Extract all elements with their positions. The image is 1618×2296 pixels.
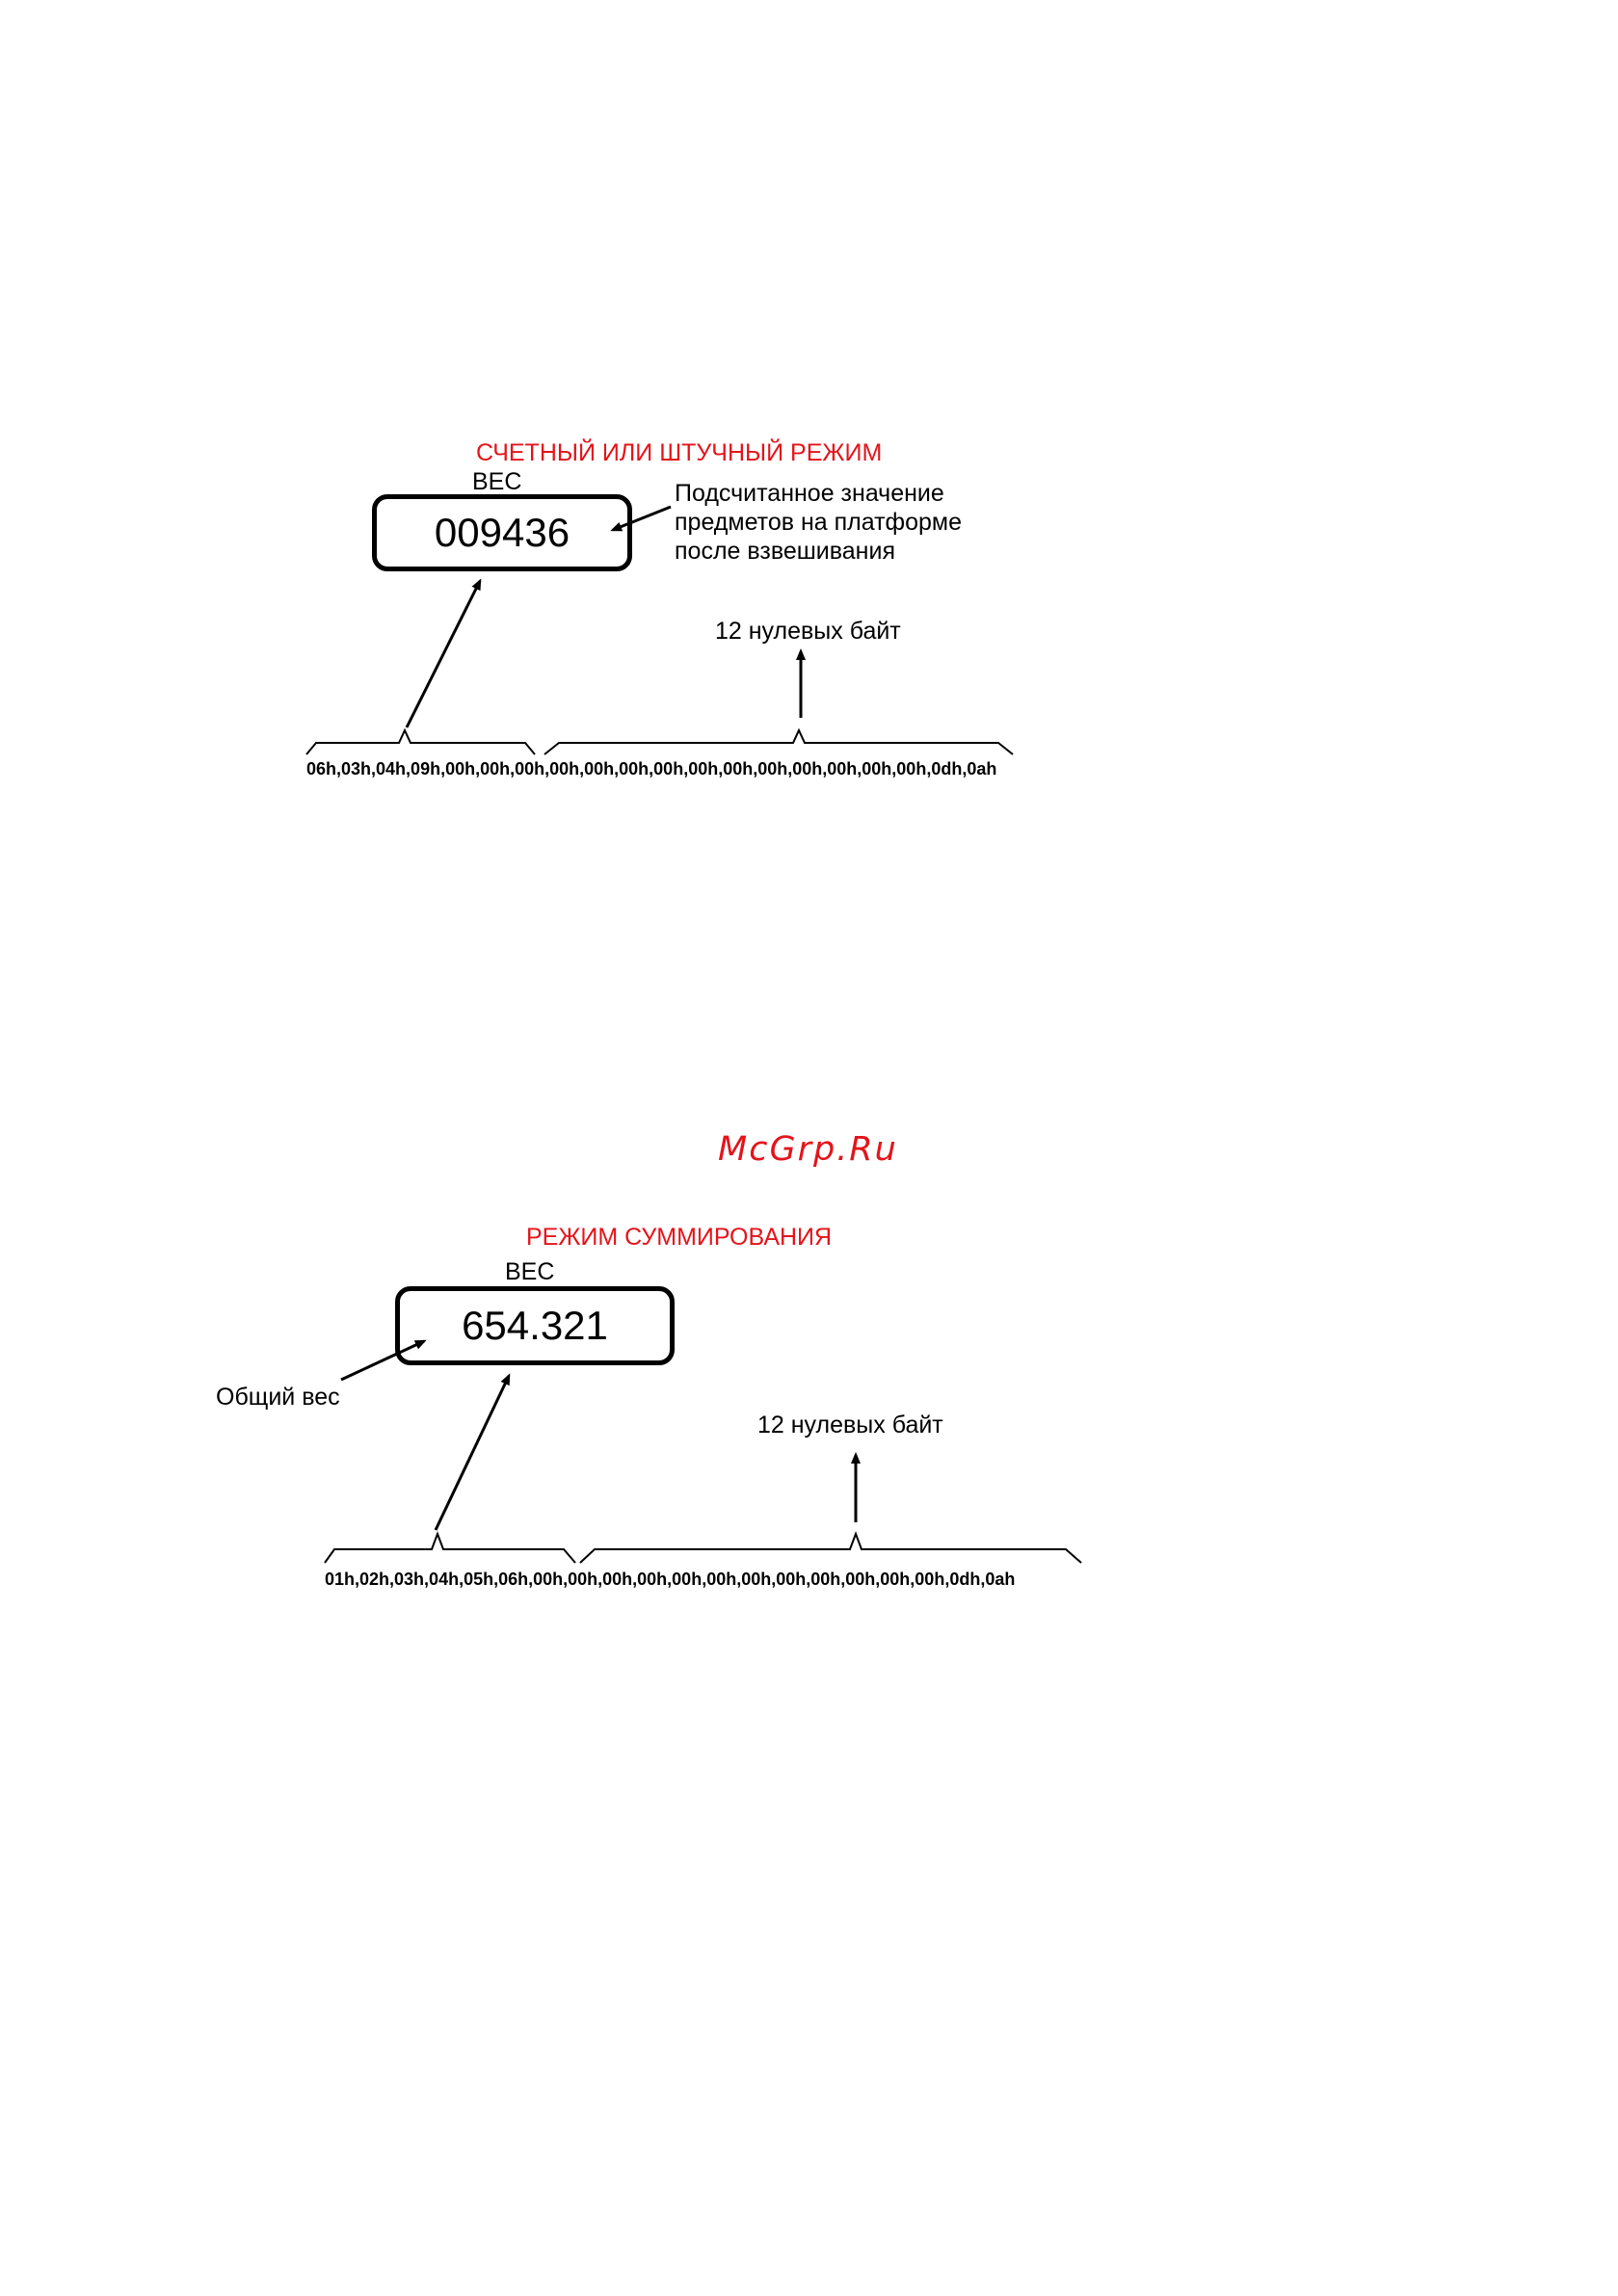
watermark-text: McGrp.Ru [718,1130,898,1169]
zero-bytes-label: 12 нулевых байт [757,1412,943,1438]
display-value: 654.321 [462,1303,608,1348]
counted-value-note: Подсчитанное значение предметов на платф… [675,480,962,565]
display-value: 009436 [434,510,570,555]
weight-display: 009436 [372,494,632,571]
summing-mode-title: РЕЖИМ СУММИРОВАНИЯ [526,1224,833,1251]
data-bytes-brace [324,1531,576,1564]
total-weight-note: Общий вес [216,1384,340,1411]
zero-bytes-label: 12 нулевых байт [715,618,901,645]
weight-display: 654.321 [395,1286,675,1365]
weight-label: ВЕС [472,468,522,495]
counting-mode-title: СЧЕТНЫЙ ИЛИ ШТУЧНЫЙ РЕЖИМ [476,439,883,466]
data-bytes-arrow [434,1373,511,1531]
data-bytes-arrow [405,578,482,728]
byte-sequence: 06h,03h,04h,09h,00h,00h,00h,00h,00h,00h,… [306,759,997,779]
note-arrow [340,1339,427,1382]
zero-bytes-brace [579,1531,1082,1564]
data-bytes-brace [305,727,536,755]
weight-label: ВЕС [505,1258,555,1285]
zero-bytes-brace [544,727,1014,755]
note-arrow [610,505,672,532]
byte-sequence: 01h,02h,03h,04h,05h,06h,00h,00h,00h,00h,… [325,1570,1016,1589]
